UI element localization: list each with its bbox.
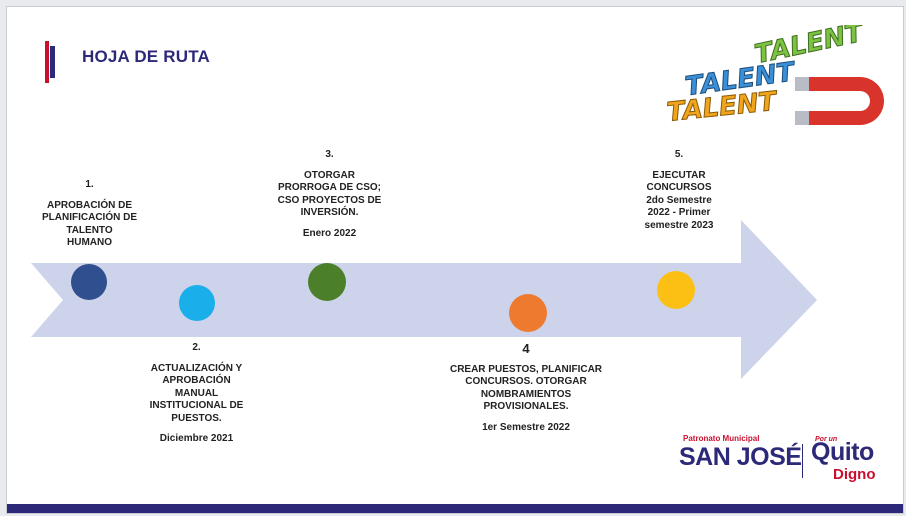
step-3-line: INVERSIÓN. — [300, 207, 359, 218]
step-1-line: PLANIFICACIÓN DE — [42, 212, 137, 223]
logo-separator — [802, 444, 803, 478]
logo-san-jose-text: SAN JOSÉ — [679, 443, 802, 471]
patronato-logo: Patronato Municipal SAN JOSÉ Por un Quit… — [675, 434, 895, 490]
milestone-dot-4 — [509, 294, 547, 332]
milestone-dot-2 — [179, 285, 215, 321]
logo-por-un-text: Por un — [815, 436, 838, 443]
step-5-line: EJECUTAR — [652, 169, 706, 181]
step-1-line: TALENTO — [66, 224, 113, 236]
step-2-line: PUESTOS. — [171, 412, 222, 424]
step-3-number: 3. — [325, 149, 334, 160]
step-4-line: PROVISIONALES. — [483, 401, 569, 412]
title-accent-bar — [45, 41, 55, 83]
step-4-date: 1er Semestre 2022 — [482, 421, 570, 433]
step-3: 3. OTORGAR PRORROGA DE CSO; CSO PROYECTO… — [257, 149, 402, 240]
step-5-line: CONCURSOS — [646, 182, 712, 193]
step-2-line: ACTUALIZACIÓN Y — [150, 362, 243, 374]
milestone-dot-5 — [657, 271, 695, 309]
footer-bar — [7, 504, 903, 513]
step-4-line: CONCURSOS. OTORGAR — [465, 376, 587, 387]
milestone-dot-1 — [71, 264, 107, 300]
step-1-line: APROBACIÓN DE — [46, 199, 132, 211]
step-2-line: MANUAL — [174, 387, 219, 399]
step-2: 2. ACTUALIZACIÓN Y APROBACIÓN MANUAL INS… — [129, 342, 264, 446]
step-2-line: INSTITUCIONAL DE — [149, 400, 244, 411]
timeline-arrow — [31, 220, 817, 379]
talent-illustration: TALENT TALENT TALENT — [665, 25, 884, 125]
step-2-line: APROBACIÓN — [162, 375, 231, 386]
step-2-date: Diciembre 2021 — [159, 433, 234, 444]
step-1-line: HUMANO — [67, 237, 112, 248]
step-2-number: 2. — [192, 342, 201, 353]
step-5-line: semestre 2023 — [644, 219, 714, 231]
logo-quito-text: Quito — [811, 438, 874, 466]
logo-patronato-text: Patronato Municipal — [683, 434, 760, 443]
step-5: 5. EJECUTAR CONCURSOS 2do Semestre 2022 … — [619, 149, 739, 232]
step-3-date: Enero 2022 — [302, 227, 357, 239]
step-3-line: PRORROGA DE CSO; — [278, 182, 381, 193]
step-5-line: 2022 - Primer — [647, 207, 711, 218]
step-4-number: 4 — [522, 341, 530, 356]
step-5-line: 2do Semestre — [646, 194, 712, 206]
step-3-line: CSO PROYECTOS DE — [277, 194, 382, 206]
step-5-number: 5. — [674, 149, 684, 160]
slide: HOJA DE RUTA TALENT TALENT TALENT 1. APR… — [6, 6, 904, 514]
page-title: HOJA DE RUTA — [82, 47, 211, 66]
milestone-dot-3 — [308, 263, 346, 301]
step-1-number: 1. — [85, 179, 94, 190]
logo-digno-text: Digno — [833, 466, 876, 483]
step-4-line: CREAR PUESTOS, PLANIFICAR — [449, 363, 603, 375]
step-4-line: NOMBRAMIENTOS — [480, 388, 572, 400]
step-1: 1. APROBACIÓN DE PLANIFICACIÓN DE TALENT… — [27, 179, 152, 250]
step-4: 4 CREAR PUESTOS, PLANIFICAR CONCURSOS. O… — [431, 341, 621, 434]
step-3-line: OTORGAR — [304, 169, 355, 181]
